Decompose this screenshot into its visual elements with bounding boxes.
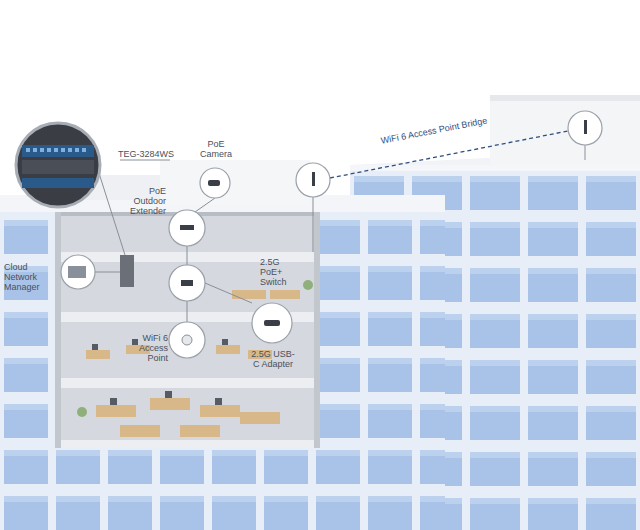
callout-label: PoE Camera — [196, 139, 236, 159]
callout-label: WiFi 6 Access Point Bridge — [380, 115, 488, 145]
callout-label: WiFi 6 Access Point — [124, 333, 168, 363]
callout-label: TEG-3284WS — [118, 149, 188, 159]
callout-label: Cloud Network Manager — [4, 262, 54, 292]
callout-label: PoE Outdoor Extender — [118, 186, 166, 216]
callout-label: 2.5G PoE+ Switch — [260, 257, 300, 287]
callout-label: 2.5G USB-C Adapter — [250, 349, 296, 369]
